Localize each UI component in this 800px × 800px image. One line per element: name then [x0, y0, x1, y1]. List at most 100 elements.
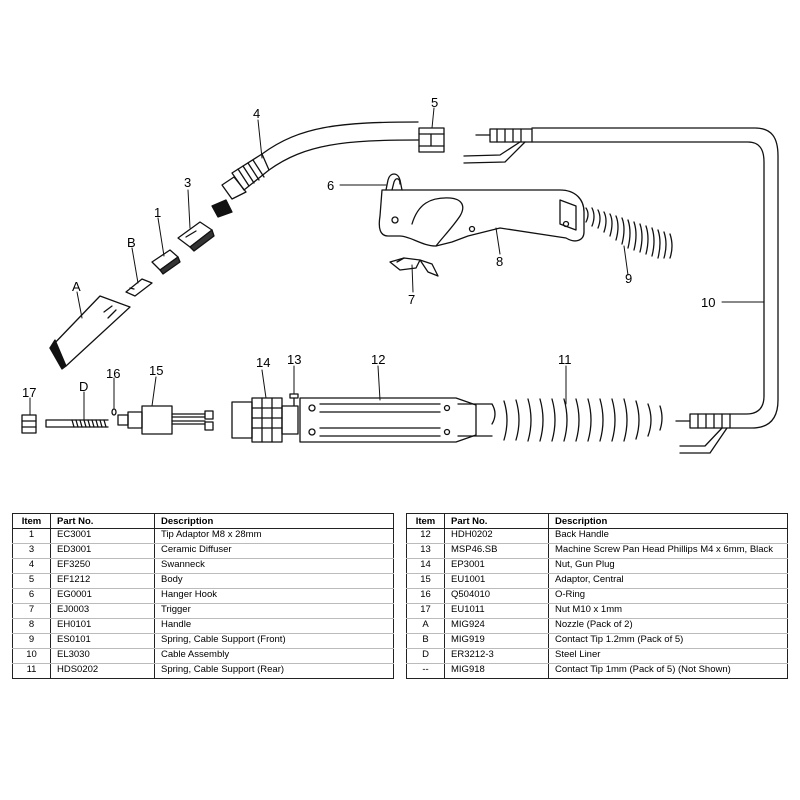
callout-4: 4	[253, 106, 260, 121]
cable-assembly-part	[463, 127, 779, 454]
cell-item: 14	[406, 558, 445, 574]
cell-item: 3	[12, 543, 51, 559]
cell-item: D	[406, 648, 445, 664]
cell-description: Trigger	[154, 603, 394, 619]
cell-part-no: HDS0202	[50, 663, 155, 679]
cell-description: Nozzle (Pack of 2)	[548, 618, 788, 634]
header-part-no: Part No.	[444, 513, 549, 529]
swanneck-part	[211, 121, 419, 218]
cell-item: 13	[406, 543, 445, 559]
callout-15: 15	[149, 363, 163, 378]
callout-7: 7	[408, 292, 415, 307]
header-description: Description	[154, 513, 394, 529]
cell-description: Spring, Cable Support (Rear)	[154, 663, 394, 679]
header-item: Item	[12, 513, 51, 529]
cell-description: Adaptor, Central	[548, 573, 788, 589]
body-part	[418, 127, 445, 153]
front-spring-part	[585, 207, 673, 259]
callout-13: 13	[287, 352, 301, 367]
table-header-row: Item Part No. Description	[12, 513, 394, 529]
callout-3: 3	[184, 175, 191, 190]
cell-description: Contact Tip 1mm (Pack of 5) (Not Shown)	[548, 663, 788, 679]
exploded-parts-diagram: 5 4 3 1 B A 6 7 8 9 10 11 12 13 14 15 16…	[21, 95, 779, 454]
handle-part	[378, 189, 585, 247]
header-item: Item	[406, 513, 445, 529]
cell-description: Hanger Hook	[154, 588, 394, 604]
cell-description: Ceramic Diffuser	[154, 543, 394, 559]
cell-part-no: MIG924	[444, 618, 549, 634]
cell-description: Handle	[154, 618, 394, 634]
gun-plug-nut-part	[231, 397, 299, 443]
cell-description: Body	[154, 573, 394, 589]
cell-part-no: EJ0003	[50, 603, 155, 619]
cell-item: 15	[406, 573, 445, 589]
callout-8: 8	[496, 254, 503, 269]
callout-12: 12	[371, 352, 385, 367]
cell-description: Cable Assembly	[154, 648, 394, 664]
callout-a: A	[72, 279, 81, 294]
cell-description: Steel Liner	[548, 648, 788, 664]
callout-5: 5	[431, 95, 438, 110]
callout-16: 16	[106, 366, 120, 381]
tip-adaptor-part	[151, 249, 181, 275]
cell-item: 8	[12, 618, 51, 634]
steel-liner-part	[45, 419, 109, 428]
cell-part-no: MSP46.SB	[444, 543, 549, 559]
cell-description: Nut, Gun Plug	[548, 558, 788, 574]
o-ring-part	[111, 408, 117, 416]
cell-description: O-Ring	[548, 588, 788, 604]
cell-item: 5	[12, 573, 51, 589]
cell-part-no: EF3250	[50, 558, 155, 574]
callout-b: B	[127, 235, 136, 250]
leader-lines	[29, 107, 765, 421]
cell-part-no: EP3001	[444, 558, 549, 574]
cell-item: 10	[12, 648, 51, 664]
hanger-hook-part	[385, 173, 403, 191]
cell-part-no: MIG918	[444, 663, 549, 679]
trigger-part	[389, 257, 439, 277]
callout-11: 11	[558, 352, 572, 367]
cell-item: 12	[406, 528, 445, 544]
cell-part-no: EC3001	[50, 528, 155, 544]
cell-part-no: EH0101	[50, 618, 155, 634]
table-header-row: Item Part No. Description	[406, 513, 788, 529]
cell-part-no: ER3212-3	[444, 648, 549, 664]
machine-screw-part	[289, 393, 299, 406]
header-part-no: Part No.	[50, 513, 155, 529]
cell-description: Machine Screw Pan Head Phillips M4 x 6mm…	[548, 543, 788, 559]
ceramic-diffuser-part	[177, 221, 215, 252]
cell-item: A	[406, 618, 445, 634]
cell-description: Swanneck	[154, 558, 394, 574]
callout-10: 10	[701, 295, 715, 310]
cell-item: 6	[12, 588, 51, 604]
cell-item: 9	[12, 633, 51, 649]
cell-item: 16	[406, 588, 445, 604]
cell-item: 7	[12, 603, 51, 619]
cell-part-no: EG0001	[50, 588, 155, 604]
cell-description: Contact Tip 1.2mm (Pack of 5)	[548, 633, 788, 649]
nut-m10-part	[21, 414, 37, 434]
rear-spring-part	[457, 398, 663, 442]
cell-item: 4	[12, 558, 51, 574]
cell-description: Back Handle	[548, 528, 788, 544]
cell-part-no: HDH0202	[444, 528, 549, 544]
cell-part-no: ES0101	[50, 633, 155, 649]
callout-d: D	[79, 379, 88, 394]
cell-description: Spring, Cable Support (Front)	[154, 633, 394, 649]
back-handle-part	[299, 397, 477, 443]
cell-item: 11	[12, 663, 51, 679]
